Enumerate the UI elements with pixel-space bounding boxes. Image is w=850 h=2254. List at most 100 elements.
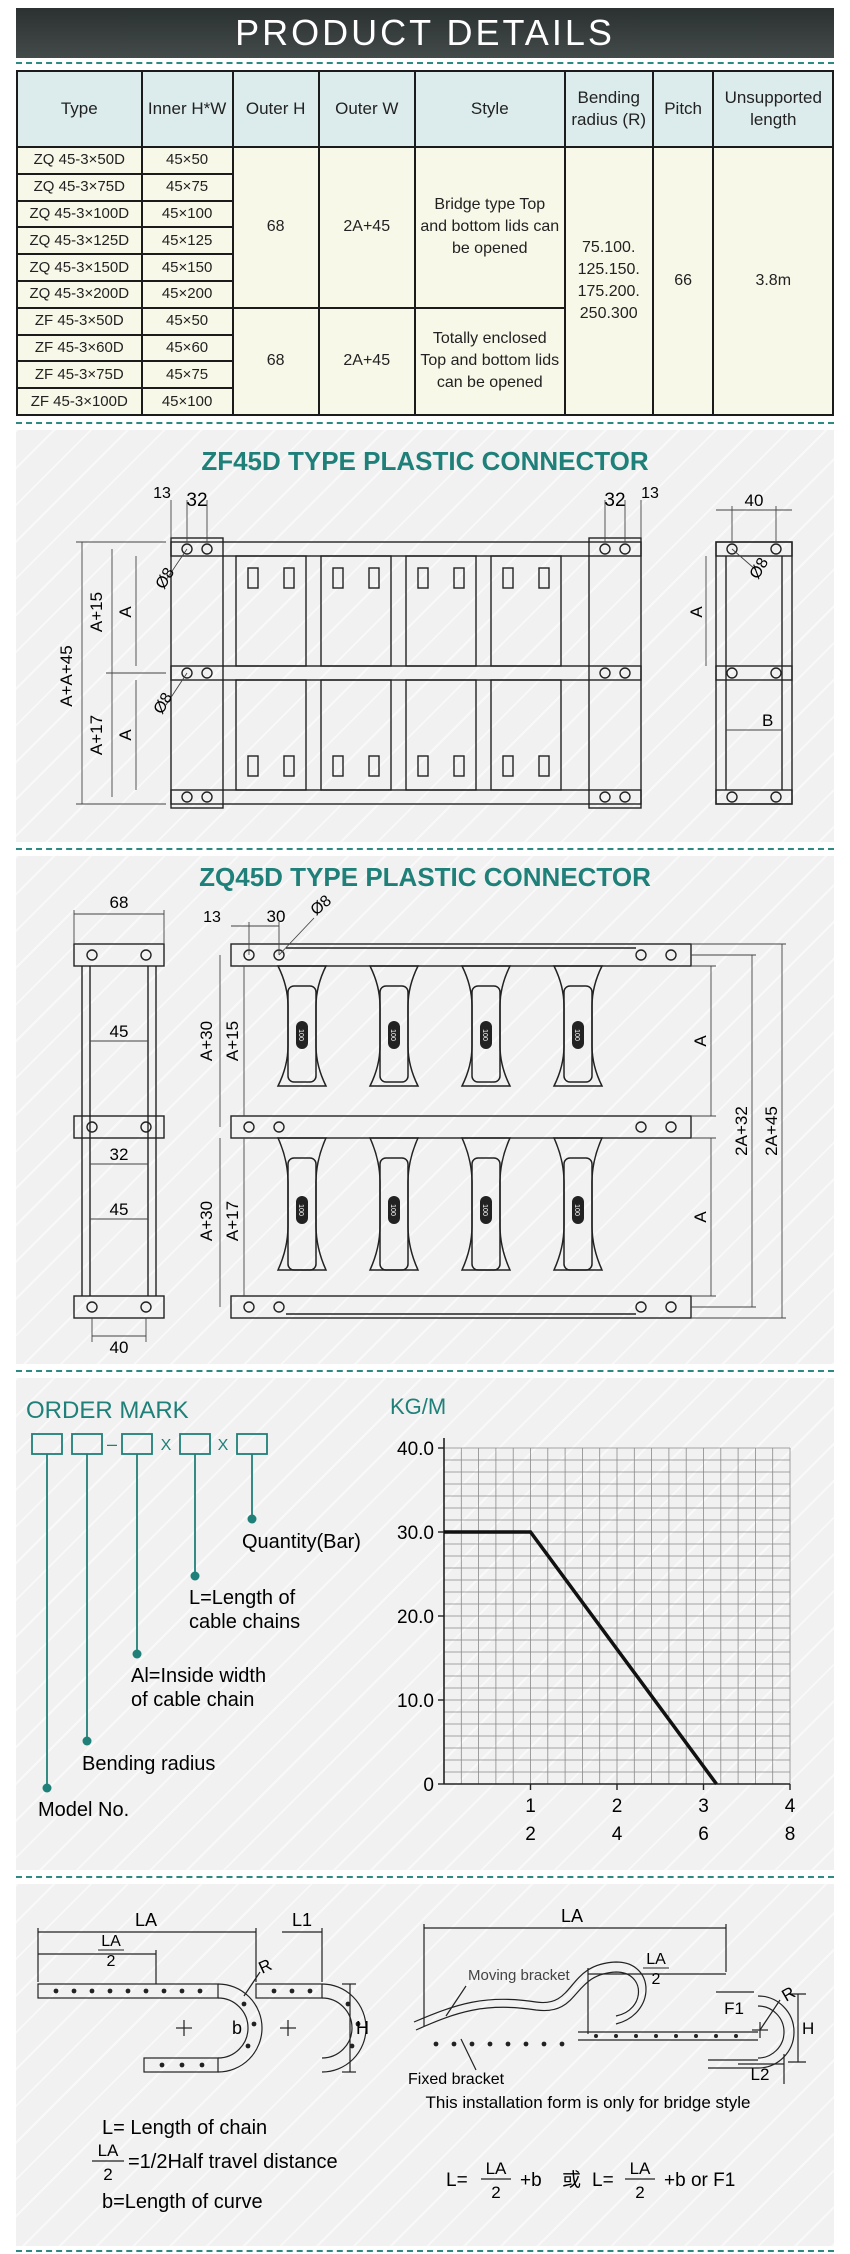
dim-32-right: 32 bbox=[604, 490, 625, 511]
fixed-bracket-label: Fixed bracket bbox=[408, 2071, 505, 2088]
x-tick-label-secondary: 8 bbox=[785, 1824, 796, 1845]
cell-zq-style: Bridge type Top and bottom lids can be o… bbox=[413, 146, 566, 309]
inst-l1: L1 bbox=[292, 1910, 312, 1930]
order-mark-diagram: ORDER MARK – X X Quantity(Bar) bbox=[26, 1397, 361, 1821]
link-badge: 100 bbox=[573, 1204, 580, 1216]
dim-a-side: A bbox=[687, 606, 706, 618]
zq45d-drawing: 100 100 100 100 100 100 100 100 bbox=[73, 892, 786, 1357]
x-tick-label-secondary: 4 bbox=[612, 1824, 623, 1845]
dim-32-left: 32 bbox=[186, 490, 207, 511]
legend-half: =1/2Half travel distance bbox=[128, 2151, 338, 2173]
cell-inner: 45×75 bbox=[140, 360, 234, 390]
table-row: ZQ 45-3×200D 45×200 bbox=[16, 279, 833, 309]
x-tick-label-secondary: 6 bbox=[698, 1824, 709, 1845]
divider bbox=[16, 1370, 834, 1372]
table-row: ZQ 45-3×100D 45×100 bbox=[16, 199, 833, 229]
label-width-1: Al=Inside width bbox=[131, 1665, 266, 1687]
formula-plus-b: +b bbox=[520, 2170, 542, 2191]
cell-zf-style: Totally enclosed Top and bottom lids can… bbox=[413, 306, 566, 417]
cell-type: ZQ 45-3×150D bbox=[16, 253, 143, 282]
inst-h-right: H bbox=[802, 2019, 814, 2038]
installation-diagram: LA LA 2 L1 H b R bbox=[37, 1906, 814, 2213]
label-quantity: Quantity(Bar) bbox=[242, 1531, 361, 1553]
dim-a30-upper: A+30 bbox=[197, 1021, 216, 1061]
order-mark-title: ORDER MARK bbox=[26, 1397, 189, 1424]
dim-13-left: 13 bbox=[153, 485, 171, 502]
x-tick-label-secondary: 2 bbox=[525, 1824, 536, 1845]
link-badge: 100 bbox=[481, 1204, 488, 1216]
table-row: ZQ 45-3×125D 45×125 bbox=[16, 226, 833, 256]
x-tick-label: 3 bbox=[698, 1796, 709, 1817]
dim-b: B bbox=[762, 711, 773, 730]
label-width-2: of cable chain bbox=[131, 1689, 254, 1711]
order-sep-x: X bbox=[218, 1437, 229, 1454]
divider bbox=[16, 1876, 834, 1878]
x-tick-label: 4 bbox=[785, 1796, 796, 1817]
cell-inner: 45×125 bbox=[140, 226, 234, 256]
formula-or-cn: 或 bbox=[562, 2169, 581, 2191]
cell-unsupported: 3.8m bbox=[712, 146, 834, 416]
cell-zf-outer-w: 2A+45 bbox=[317, 306, 416, 417]
legend-length: L= Length of chain bbox=[102, 2117, 267, 2139]
dim-45-lower: 45 bbox=[110, 1200, 129, 1219]
link-badge: 100 bbox=[481, 1029, 488, 1041]
col-header-bending: Bending radius (R) bbox=[563, 70, 654, 148]
table-row: ZF 45-3×75D 45×75 bbox=[16, 360, 833, 390]
col-header-outer-h: Outer H bbox=[231, 70, 320, 148]
cell-inner: 45×100 bbox=[140, 199, 234, 229]
cell-pitch: 66 bbox=[651, 146, 715, 416]
divider bbox=[16, 62, 834, 64]
legend-curve: b=Length of curve bbox=[102, 2191, 263, 2213]
cell-zq-outer-h: 68 bbox=[231, 146, 320, 309]
col-header-inner: Inner H*W bbox=[140, 70, 234, 148]
y-axis-label: KG/M bbox=[390, 1394, 446, 1419]
moving-bracket-label: Moving bracket bbox=[468, 1967, 571, 1984]
page-title: PRODUCT DETAILS bbox=[16, 8, 834, 58]
dim-32: 32 bbox=[110, 1145, 129, 1164]
inst-la-num-left: LA bbox=[101, 1933, 121, 1950]
cell-inner: 45×50 bbox=[140, 146, 234, 175]
col-header-type: Type bbox=[16, 70, 143, 148]
dim-d8: Ø8 bbox=[308, 892, 335, 919]
inst-la-num-right: LA bbox=[646, 1951, 666, 1968]
link-badge: 100 bbox=[389, 1029, 396, 1041]
table-row: ZF 45-3×100D 45×100 bbox=[16, 387, 833, 416]
cell-zf-outer-h: 68 bbox=[231, 306, 320, 417]
inst-la-den-left: 2 bbox=[107, 1953, 116, 1970]
load-curve-line bbox=[444, 1530, 718, 1786]
table-row: ZF 45-3×50D 45×50 68 2A+45 Totally enclo… bbox=[16, 306, 833, 417]
col-header-pitch: Pitch bbox=[651, 70, 715, 148]
inst-h-left: H bbox=[356, 2018, 369, 2038]
link-badge: 100 bbox=[297, 1029, 304, 1041]
table-row: ZQ 45-3×150D 45×150 bbox=[16, 253, 833, 282]
cell-type: ZQ 45-3×200D bbox=[16, 279, 143, 309]
cell-type: ZQ 45-3×50D bbox=[16, 146, 143, 175]
formula-la-num-1: LA bbox=[486, 2159, 507, 2178]
dim-a-upper: A bbox=[116, 606, 135, 618]
table-row: ZQ 45-3×75D 45×75 bbox=[16, 172, 833, 202]
dim-a17: A+17 bbox=[87, 715, 106, 755]
cell-type: ZF 45-3×100D bbox=[16, 387, 143, 416]
cell-inner: 45×50 bbox=[140, 306, 234, 336]
dim-a30-lower: A+30 bbox=[197, 1201, 216, 1241]
cell-type: ZQ 45-3×125D bbox=[16, 226, 143, 256]
table-row: ZQ 45-3×50D 45×50 68 2A+45 Bridge type T… bbox=[16, 146, 834, 416]
dim-aa45: A+A+45 bbox=[57, 645, 76, 706]
formula-la-den-1: 2 bbox=[491, 2183, 500, 2202]
inst-la-right: LA bbox=[561, 1906, 583, 1926]
dim-45-upper: 45 bbox=[110, 1022, 129, 1041]
order-chart-section: ORDER MARK – X X Quantity(Bar) bbox=[16, 1378, 834, 1870]
dim-40: 40 bbox=[110, 1338, 129, 1357]
cell-bending-radius: 75.100. 125.150. 175.200. 250.300 bbox=[563, 146, 654, 416]
col-header-style: Style bbox=[413, 70, 566, 148]
cell-inner: 45×200 bbox=[140, 279, 234, 309]
col-header-outer-w: Outer W bbox=[317, 70, 416, 148]
cell-type: ZF 45-3×50D bbox=[16, 306, 143, 336]
dim-40: 40 bbox=[745, 491, 764, 510]
cell-type: ZQ 45-3×75D bbox=[16, 172, 143, 202]
dim-30: 30 bbox=[267, 907, 286, 926]
cell-inner: 45×60 bbox=[140, 333, 234, 363]
dim-d8-lower: Ø8 bbox=[151, 690, 176, 717]
y-tick-label: 30.0 bbox=[397, 1523, 434, 1544]
